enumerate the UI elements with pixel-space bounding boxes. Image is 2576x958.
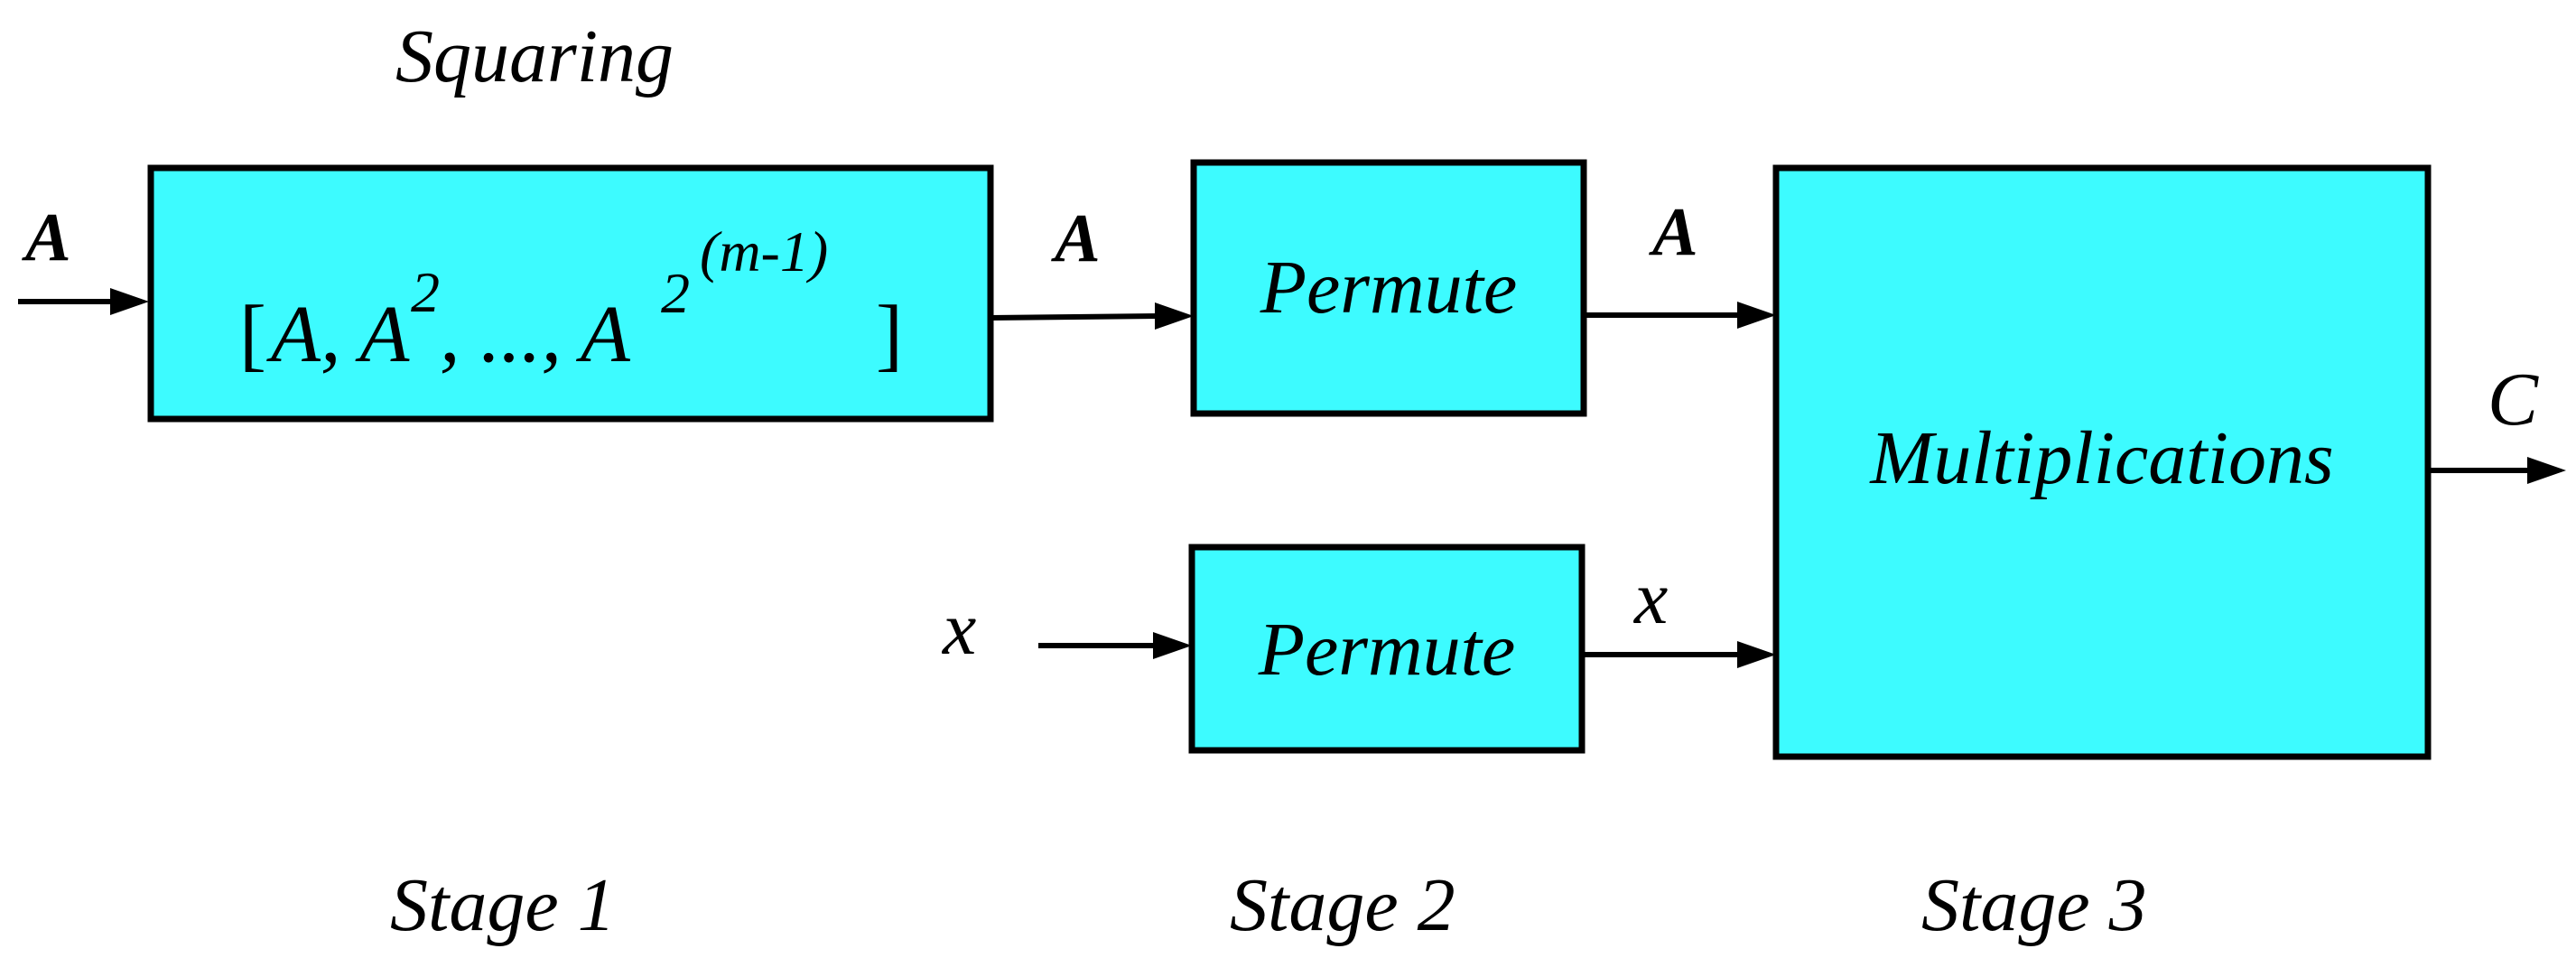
permute-block-bottom <box>1188 544 1586 754</box>
squaring-output-label: A <box>1051 200 1101 276</box>
permute-output-label: A <box>1649 194 1698 270</box>
power-exponent-superscript: (m-1) <box>700 219 828 284</box>
multiplications-block <box>1772 164 2432 760</box>
bracket-open: [ <box>239 290 266 379</box>
squaring-title: Squaring <box>395 14 674 98</box>
permute-block-top <box>1190 159 1587 417</box>
power-exponent-2: 2 <box>411 260 440 324</box>
stage-3-caption: Stage 3 <box>1921 863 2147 947</box>
c-output-arrow <box>2428 457 2566 484</box>
permute-label-top: Permute <box>1260 246 1518 330</box>
squaring-block <box>147 164 994 423</box>
input-a-arrow <box>18 288 149 315</box>
x-input-label: x <box>941 587 976 671</box>
permute-top-to-multiply-arrow <box>1584 302 1776 329</box>
stage-1-caption: Stage 1 <box>390 863 616 947</box>
x-output-label: x <box>1632 556 1668 640</box>
stage-2-caption: Stage 2 <box>1230 863 1455 947</box>
permute-bottom-to-multiply-arrow <box>1582 641 1776 668</box>
squaring-to-permute-arrow <box>990 302 1194 330</box>
x-input-arrow <box>1038 632 1192 659</box>
c-output-label: C <box>2488 358 2539 442</box>
input-a-label: A <box>22 200 71 275</box>
powers-expression: [ A, A 2 , ..., A 2 (m-1) ] <box>239 219 903 379</box>
powers-term-a: A, A <box>266 290 410 379</box>
permute-label-bottom: Permute <box>1258 608 1516 692</box>
powers-ellipsis-a: , ..., A <box>440 290 631 379</box>
multiplications-label: Multiplications <box>1869 416 2333 500</box>
power-exponent-base: 2 <box>661 261 690 325</box>
bracket-close: ] <box>876 290 903 379</box>
